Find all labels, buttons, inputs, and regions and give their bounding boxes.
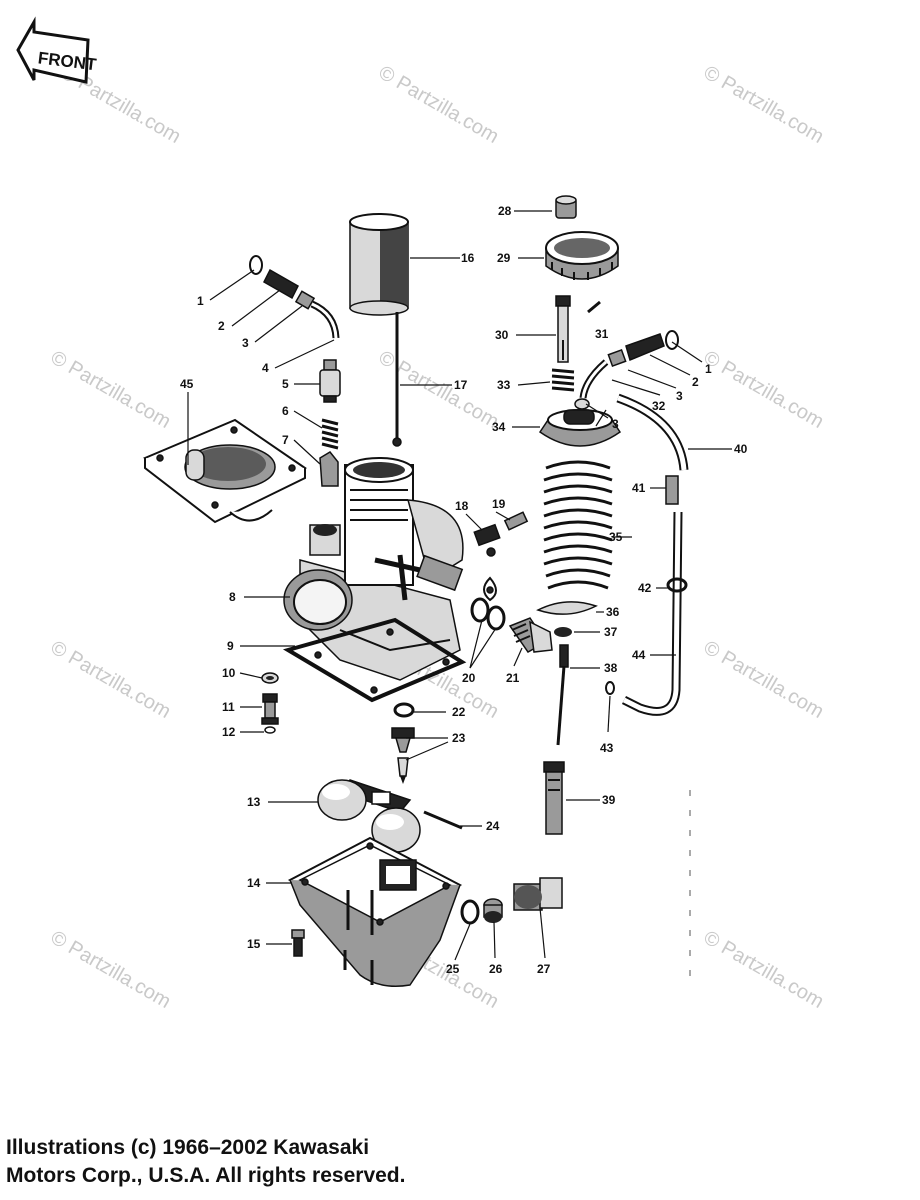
top-ring xyxy=(545,231,619,280)
callout-35: 35 xyxy=(609,530,623,544)
callout-labels: 1 2 3 4 5 6 7 8 9 10 11 12 13 14 15 16 1… xyxy=(180,204,748,976)
callout-10: 10 xyxy=(222,666,236,680)
callout-3-right: 3 xyxy=(676,389,683,403)
callout-2-right: 2 xyxy=(692,375,699,389)
carburetor-body xyxy=(283,457,464,681)
pilot-screw xyxy=(261,693,279,725)
callout-31: 31 xyxy=(595,327,609,341)
idle-screw xyxy=(473,511,529,602)
callout-44: 44 xyxy=(632,648,646,662)
jet-needle xyxy=(556,644,569,746)
callout-2: 2 xyxy=(218,319,225,333)
callout-22: 22 xyxy=(452,705,466,719)
callout-16: 16 xyxy=(461,251,475,265)
callout-7: 7 xyxy=(282,433,289,447)
front-arrow-icon: FRONT xyxy=(16,16,98,84)
callout-3-washer: 3 xyxy=(612,417,619,431)
copyright-line-2: Motors Corp., U.S.A. All rights reserved… xyxy=(6,1164,406,1187)
callout-6: 6 xyxy=(282,404,289,418)
banjo-bolt xyxy=(508,617,553,653)
right-cable-adjuster xyxy=(579,330,679,399)
callout-20: 20 xyxy=(462,671,476,685)
callout-42: 42 xyxy=(638,581,652,595)
callout-40: 40 xyxy=(734,442,748,456)
callout-45: 45 xyxy=(180,377,194,391)
throttle-sleeve xyxy=(349,213,409,316)
callout-11: 11 xyxy=(222,700,235,714)
callout-4: 4 xyxy=(262,361,269,375)
adjuster-shaft xyxy=(555,295,571,363)
callout-25: 25 xyxy=(446,962,460,976)
needle-jet xyxy=(543,761,565,835)
callout-19: 19 xyxy=(492,497,506,511)
needle-valve xyxy=(391,727,415,784)
callout-1-right: 1 xyxy=(705,362,712,376)
bowl-screw xyxy=(291,929,305,957)
callout-24: 24 xyxy=(486,819,500,833)
callout-9: 9 xyxy=(227,639,234,653)
callout-1: 1 xyxy=(197,294,204,308)
callout-32: 32 xyxy=(652,399,666,413)
mixing-chamber-top xyxy=(538,409,622,447)
callout-3: 3 xyxy=(242,336,249,350)
leader-lines xyxy=(187,210,732,961)
callout-41: 41 xyxy=(632,481,646,495)
callout-29: 29 xyxy=(497,251,511,265)
callout-34: 34 xyxy=(492,420,506,434)
callout-37: 37 xyxy=(604,625,618,639)
callout-28: 28 xyxy=(498,204,512,218)
callout-23: 23 xyxy=(452,731,466,745)
callout-18: 18 xyxy=(455,499,469,513)
cap xyxy=(555,195,577,219)
copyright-notice: Illustrations (c) 1966–2002 Kawasaki Mot… xyxy=(6,1134,646,1190)
callout-30: 30 xyxy=(495,328,509,342)
callout-39: 39 xyxy=(602,793,616,807)
float-bowl-gasket xyxy=(282,617,467,703)
callout-38: 38 xyxy=(604,661,618,675)
drain-plug xyxy=(483,898,503,923)
callout-12: 12 xyxy=(222,725,236,739)
callout-8: 8 xyxy=(229,590,236,604)
copyright-line-1: Illustrations (c) 1966–2002 Kawasaki xyxy=(6,1136,370,1159)
callout-5: 5 xyxy=(282,377,289,391)
left-cable-adjuster xyxy=(249,255,340,339)
main-jet-holder xyxy=(513,877,563,911)
flange-plate xyxy=(143,418,307,524)
callout-15: 15 xyxy=(247,937,261,951)
callout-14: 14 xyxy=(247,876,261,890)
callout-17: 17 xyxy=(454,378,468,392)
callout-33: 33 xyxy=(497,378,511,392)
pilot-jet-stack xyxy=(319,359,341,487)
callout-36: 36 xyxy=(606,605,620,619)
callout-13: 13 xyxy=(247,795,261,809)
vent-hose xyxy=(616,393,689,716)
float-bowl xyxy=(287,836,463,987)
callout-27: 27 xyxy=(537,962,551,976)
callout-43: 43 xyxy=(600,741,614,755)
callout-26: 26 xyxy=(489,962,503,976)
callout-21: 21 xyxy=(506,671,520,685)
return-spring xyxy=(543,460,613,590)
